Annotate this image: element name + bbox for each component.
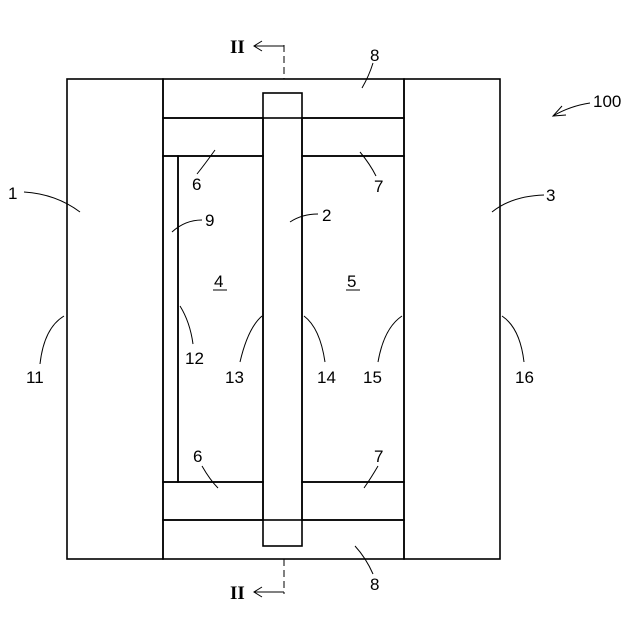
membrane-2 (263, 93, 302, 546)
leader-6-top (197, 150, 215, 174)
bottom-gasket-7 (302, 482, 404, 520)
bottom-seal-8 (163, 520, 404, 559)
label-6-top: 6 (192, 175, 201, 194)
label-16: 16 (515, 368, 534, 387)
strip-9 (163, 156, 178, 482)
label-7-bottom: 7 (374, 447, 383, 466)
label-1: 1 (8, 184, 17, 203)
leader-7-bottom (364, 466, 378, 488)
label-14: 14 (317, 368, 336, 387)
label-11: 11 (26, 368, 44, 387)
section-label-bottom: II (230, 583, 245, 604)
leader-16 (502, 316, 524, 362)
leader-8-bottom (355, 546, 373, 574)
label-3: 3 (546, 186, 555, 205)
label-9: 9 (205, 211, 214, 230)
leader-14 (304, 316, 325, 362)
label-5: 5 (347, 272, 356, 291)
leader-13 (240, 316, 262, 362)
top-seal-8 (163, 79, 404, 118)
label-7-top: 7 (374, 177, 383, 196)
label-8-bottom: 8 (370, 575, 379, 594)
label-8-top: 8 (370, 46, 379, 65)
right-wall-3 (404, 79, 500, 559)
section-arrow-bottom (254, 587, 284, 597)
label-100: 100 (593, 92, 621, 111)
label-15: 15 (363, 368, 382, 387)
leader-11 (40, 316, 64, 364)
left-wall-1 (67, 79, 163, 559)
label-4: 4 (214, 272, 223, 291)
section-label-top: II (230, 37, 245, 58)
label-2: 2 (322, 206, 331, 225)
leader-2 (290, 214, 318, 222)
leader-6-bottom (202, 466, 218, 488)
label-6-bottom: 6 (193, 447, 202, 466)
leader-12 (180, 306, 193, 344)
label-12: 12 (185, 349, 204, 368)
top-gasket-7 (302, 118, 404, 156)
leader-1 (24, 192, 80, 212)
leader-9 (172, 220, 202, 232)
leader-8-top (362, 63, 373, 88)
chamber-5 (302, 156, 404, 482)
section-arrow-top (254, 41, 284, 51)
label-13: 13 (225, 368, 244, 387)
assembly-arrow (553, 103, 590, 116)
bottom-gasket-6 (163, 482, 263, 520)
top-gasket-6 (163, 118, 263, 156)
leader-15 (378, 316, 402, 362)
chamber-4 (178, 156, 263, 482)
